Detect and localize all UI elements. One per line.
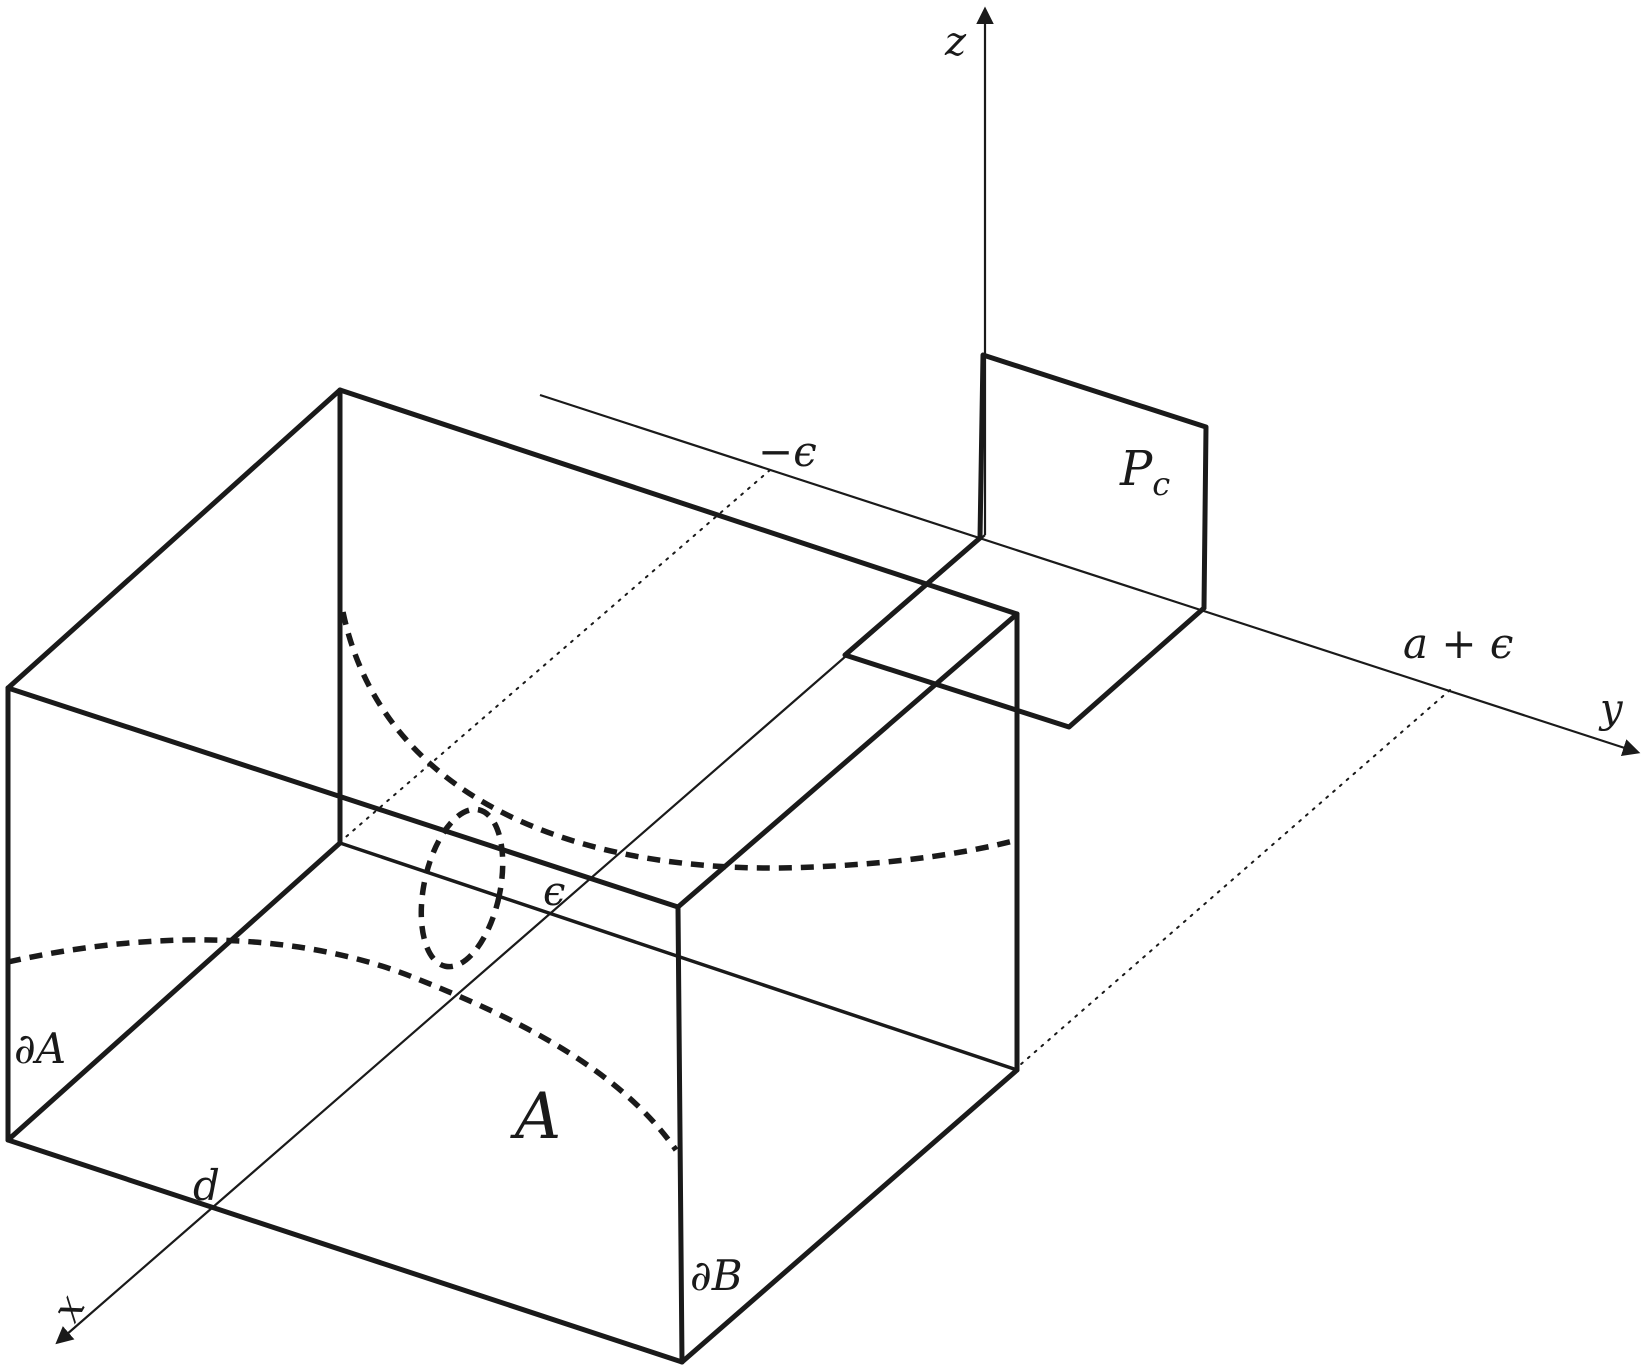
dashed-curves	[7, 611, 1018, 1152]
neg-epsilon-label: −ϵ	[758, 427, 817, 476]
y-axis-label: y	[1598, 686, 1624, 732]
plane-pc	[842, 352, 1209, 730]
pc-label-sub: c	[1152, 465, 1170, 503]
a-plus-epsilon-label: a + ϵ	[1403, 619, 1513, 668]
epsilon-label: ϵ	[543, 869, 565, 915]
x-axis-label: x	[43, 1287, 94, 1330]
boundary-b-label: ∂B	[690, 1251, 743, 1300]
dotted-line-a-plus-epsilon	[1019, 689, 1451, 1066]
dotted-line-neg-epsilon	[339, 469, 771, 843]
region-a-label: A	[510, 1080, 561, 1154]
boundary-a-label: ∂A	[14, 1024, 66, 1073]
box	[5, 387, 1020, 1365]
d-label: d	[193, 1161, 220, 1210]
pc-label-main: P	[1119, 441, 1153, 497]
pc-label: Pc	[1119, 441, 1170, 503]
y-axis	[539, 393, 1641, 757]
front-dashed-curve	[7, 937, 679, 1152]
back-dashed-curve	[340, 611, 1018, 871]
neck-ellipse	[418, 806, 506, 970]
z-axis-label: z	[944, 19, 967, 65]
